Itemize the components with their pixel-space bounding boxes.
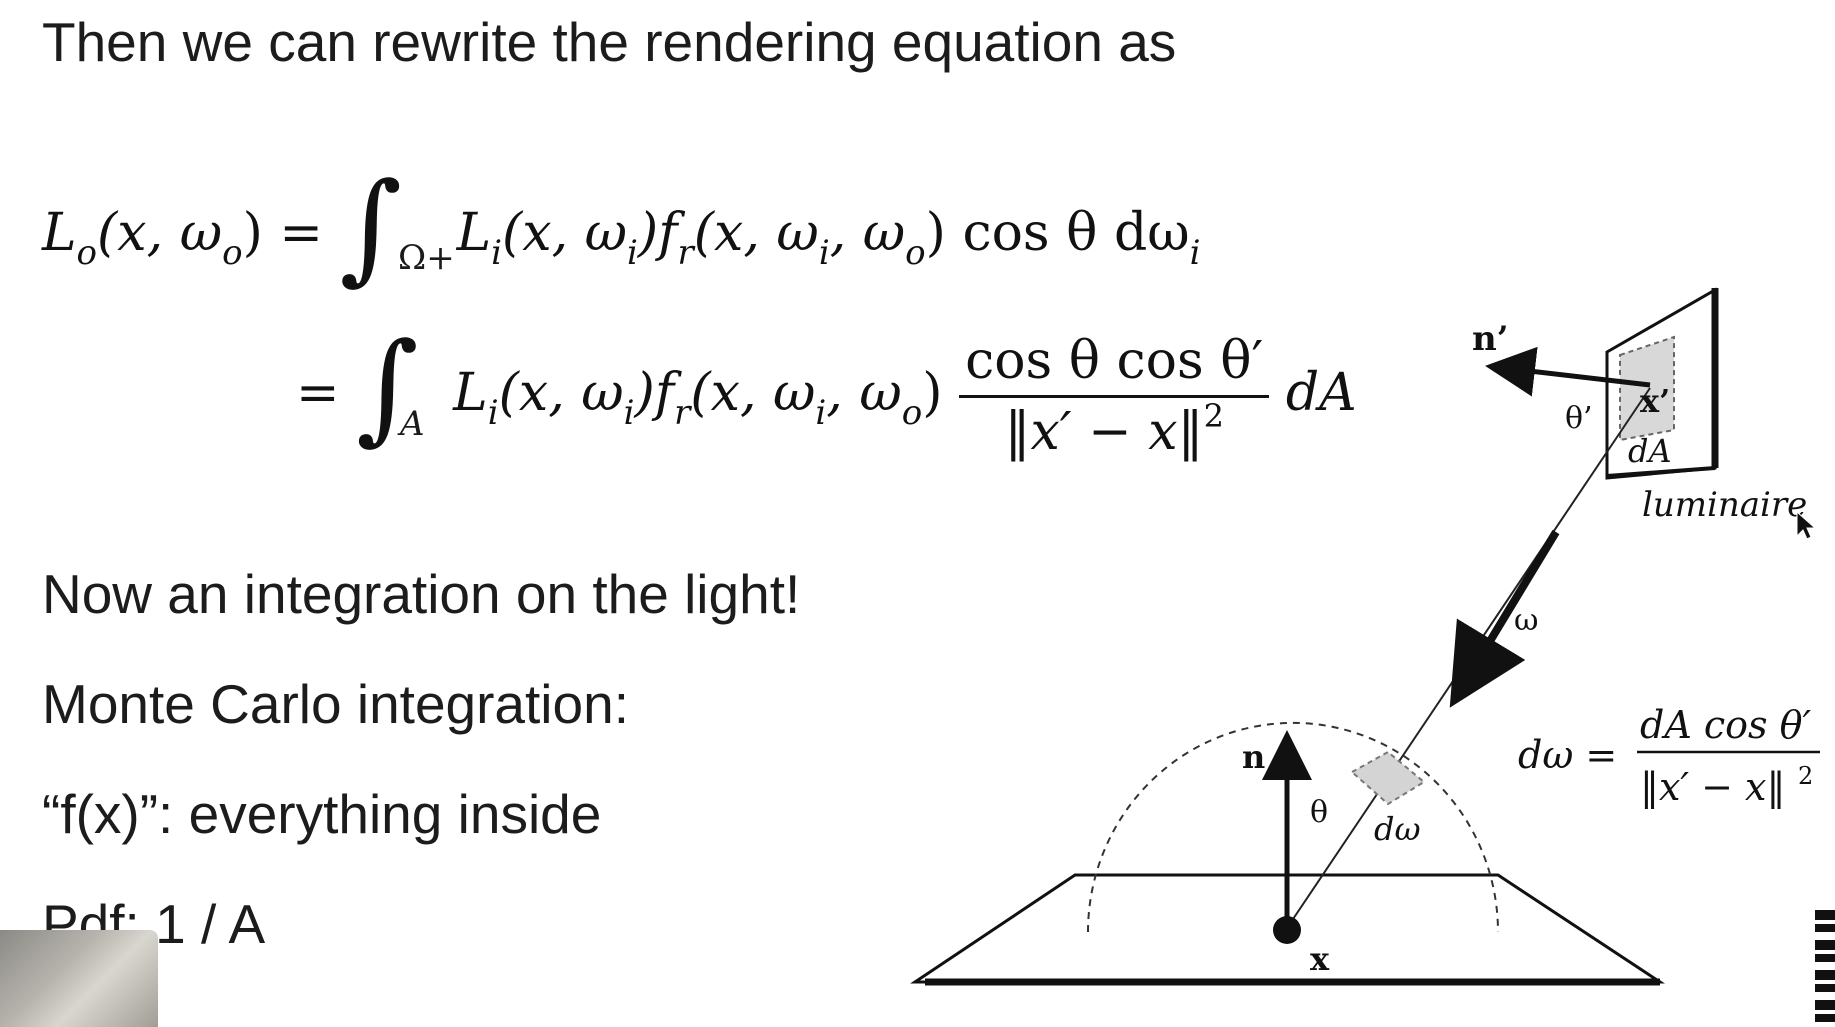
eq1-fr-sub1: i (818, 233, 830, 273)
eq1-Li: L (456, 203, 492, 263)
bullet-3: “f(x)”: everything inside (42, 783, 602, 845)
eq-lhs-sub: o (76, 233, 98, 273)
eq2-fr-mid: , ω (826, 363, 902, 423)
hemisphere-arc (1087, 721, 1499, 933)
integral-sign-2: ∫ (356, 318, 419, 457)
formula-den-sup: 2 (1798, 762, 1813, 790)
omega-arrow (1449, 529, 1560, 708)
eq1-fr: )f (637, 203, 678, 263)
luminaire-edge-bottom (1606, 466, 1716, 478)
label-domega: dω (1374, 810, 1421, 848)
bullet-2: Monte Carlo integration: (42, 673, 629, 735)
eq2-fr-args: (x, ω (690, 363, 816, 423)
eq2-tail: dA (1285, 363, 1357, 423)
label-x: x (1310, 940, 1330, 978)
eq2-term: (x, ω (498, 363, 624, 423)
formula-denominator: ‖x′ − x‖ (1640, 765, 1786, 809)
eq-lhs-args-sub: o (222, 233, 243, 273)
eq2-lower-limit: A (400, 404, 425, 444)
label-x-prime: x’ (1640, 382, 1670, 420)
eq1-Li-sub: i (491, 233, 502, 273)
eq-lhs: L (42, 203, 77, 263)
equation-line-1: Lo(x, ωo) = ∫ Li(x, ωi)fr(x, ωi, ωo) cos… (42, 150, 1201, 288)
presenter-webcam-thumbnail (0, 930, 158, 1027)
eq2-Li: L (453, 363, 488, 423)
eq1-term: (x, ω (501, 203, 628, 263)
point-x (1273, 916, 1301, 944)
label-theta: θ (1310, 795, 1328, 830)
label-dA: dA (1628, 432, 1672, 470)
eq2-fr: )f (634, 363, 675, 423)
eq1-fr-sub2: o (905, 233, 926, 273)
eq1-tail-sub: i (1189, 233, 1201, 273)
domega-patch (1350, 750, 1426, 806)
equation-line-2: = ∫ Li(x, ωi)fr(x, ωi, ωo) cos θ cos θ′ … (296, 310, 1357, 463)
eq2-den-sup: 2 (1203, 397, 1224, 435)
label-luminaire: luminaire (1642, 485, 1807, 525)
formula-numerator: dA cos θ′ (1640, 703, 1811, 747)
label-n: n (1242, 738, 1265, 776)
eq2-fr-close: ) (922, 363, 943, 423)
label-omega: ω (1514, 603, 1538, 638)
eq-lhs-close: ) = (242, 203, 323, 263)
eq2-numerator: cos θ cos θ′ (965, 331, 1264, 391)
eq2-fr-sub: r (674, 393, 691, 433)
mouse-cursor-icon (1796, 510, 1817, 540)
bullet-1: Now an integration on the light! (42, 563, 801, 625)
slide-heading: Then we can rewrite the rendering equati… (42, 11, 1177, 73)
eq2-equals: = (296, 363, 340, 423)
eq1-fr-args: (x, ω (693, 203, 819, 263)
n-prime-arrow (1485, 346, 1651, 397)
connecting-ray (1286, 387, 1651, 929)
eq2-Li-sub: i (487, 393, 499, 433)
eq2-fr-sub1: i (815, 393, 827, 433)
formula-lhs: dω = (1518, 733, 1617, 777)
eq2-den-text: ‖x′ − x‖ (1004, 402, 1204, 462)
eq1-term-sub: i (627, 233, 638, 273)
eq2-fraction: cos θ cos θ′ ‖x′ − x‖2 (959, 331, 1270, 462)
label-n-prime: n’ (1472, 319, 1509, 359)
eq2-denominator: ‖x′ − x‖2 (959, 395, 1270, 462)
qr-code-fragment (1815, 910, 1835, 1027)
label-theta-prime: θ’ (1565, 401, 1593, 436)
eq1-fr-sub: r (677, 233, 694, 273)
integral-sign: ∫ (339, 158, 403, 297)
eq1-lower-limit: Ω+ (398, 238, 455, 278)
eq2-term-sub: i (623, 393, 635, 433)
eq1-tail: ) cos θ dω (925, 203, 1190, 263)
eq-lhs-args: (x, ω (97, 203, 223, 263)
eq2-fr-sub2: o (901, 393, 923, 433)
eq1-fr-mid: , ω (829, 203, 906, 263)
